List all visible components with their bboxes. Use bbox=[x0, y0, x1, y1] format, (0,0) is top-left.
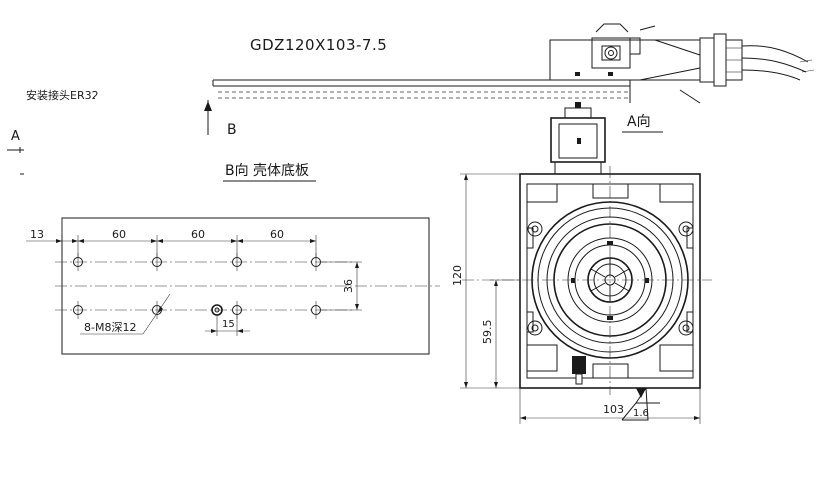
height-dimension: 120 bbox=[451, 173, 520, 389]
dim-roughness: 1.6 bbox=[633, 408, 649, 419]
cable bbox=[741, 45, 809, 63]
dim-spacing-3: 60 bbox=[270, 228, 284, 241]
roughness-symbol: 1.6 bbox=[621, 387, 660, 421]
hole-note: 8-M8深12 bbox=[84, 321, 136, 334]
hole-callout: 8-M8深12 bbox=[80, 293, 171, 335]
front-view: 120 59.5 103 1.6 bbox=[451, 102, 712, 424]
top-connector bbox=[575, 23, 656, 76]
center-height-dimension: 59.5 bbox=[481, 279, 520, 388]
dim-row-gap: 36 bbox=[342, 279, 355, 293]
plate-top-dimensions: 13 60 60 60 bbox=[26, 218, 317, 257]
connector-label: 安装接头ER32 bbox=[26, 88, 99, 102]
drawing-title: GDZ120X103-7.5 bbox=[250, 36, 387, 54]
view-b-title: B向 壳体底板 bbox=[225, 162, 309, 179]
view-b-arrow-label: B bbox=[227, 122, 237, 138]
dim-center: 59.5 bbox=[481, 320, 494, 345]
pin-offset-dimension: 15 bbox=[205, 315, 250, 336]
side-view: 安装接头ER32 5-32 B A A向 bbox=[7, 23, 815, 175]
view-a-side-label: A bbox=[11, 129, 20, 144]
dim-width: 103 bbox=[603, 403, 624, 416]
width-dimension: 103 bbox=[519, 388, 701, 424]
dim-small-15: 15 bbox=[222, 319, 235, 330]
dim-height: 120 bbox=[451, 265, 464, 286]
bottom-plate-view: B向 壳体底板 bbox=[26, 162, 440, 355]
cable-gland bbox=[699, 37, 715, 83]
mounting-holes bbox=[73, 253, 321, 319]
dim-offset-13: 13 bbox=[30, 228, 44, 241]
dim-spacing-2: 60 bbox=[191, 228, 205, 241]
dim-spacing-1: 60 bbox=[112, 228, 126, 241]
plate-row-gap-dimension: 36 bbox=[320, 261, 362, 311]
view-a-title: A向 bbox=[627, 114, 651, 130]
